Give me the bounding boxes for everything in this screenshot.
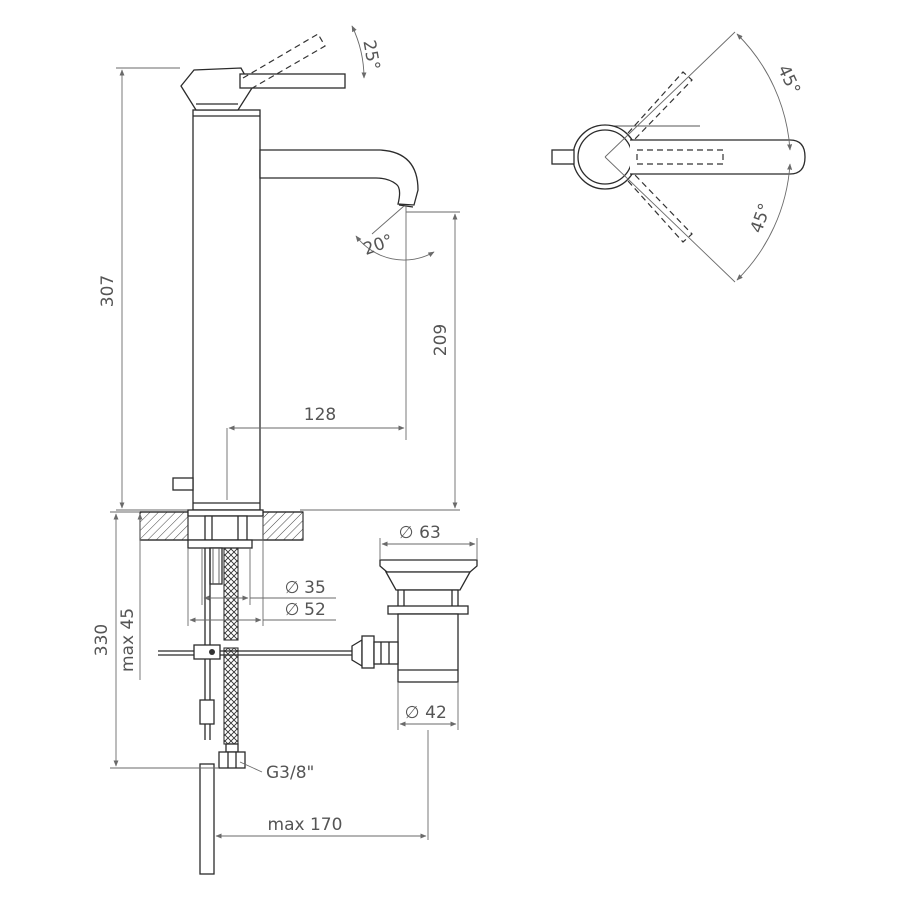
label-hole-max-symbol: ∅ <box>285 600 300 620</box>
deck-hatched-right <box>262 511 304 541</box>
label-waste-offset: max 170 <box>268 815 343 835</box>
label-deck-thickness: max 45 <box>118 608 138 672</box>
label-spout-height: 209 <box>431 324 451 356</box>
mixer-side-view <box>172 33 419 511</box>
label-waste-body-diameter: 42 <box>425 703 447 723</box>
braided-hose <box>218 547 246 769</box>
pop-up-knob <box>172 477 194 491</box>
dimension-hose-length: 330 <box>92 511 219 769</box>
label-height-total: 307 <box>98 275 118 307</box>
label-waste-top-diameter: 63 <box>419 523 441 543</box>
dimension-handle-tilt: 25° <box>351 25 383 79</box>
basin-deck-section <box>139 509 304 585</box>
waste-drain <box>199 559 478 875</box>
top-view-spout <box>630 139 806 175</box>
label-spout-angle: 20° <box>361 231 396 260</box>
hose-fitting <box>225 743 239 753</box>
deck-hatched-left <box>139 511 189 541</box>
dimension-waste-offset: max 170 <box>215 815 427 839</box>
waste-body <box>397 613 459 683</box>
dimension-height-total: 307 <box>98 67 193 511</box>
label-waste-top-diameter-symbol: ∅ <box>399 523 414 543</box>
mixer-body <box>192 109 261 511</box>
label-waste-body-diameter-symbol: ∅ <box>405 703 420 723</box>
dimension-spout-angle: 20° <box>355 205 435 261</box>
top-view-handle-stub <box>551 149 575 165</box>
lever-handle-tilted <box>242 33 326 91</box>
label-spout-reach: 128 <box>304 405 336 425</box>
dimension-waste-top: ∅ 63 <box>379 523 478 560</box>
dimension-hole-diameters: ∅ 35 ∅ 52 <box>187 516 336 626</box>
waste-tailpiece <box>199 763 215 875</box>
lever-handle <box>239 73 346 89</box>
label-hole-min-symbol: ∅ <box>285 578 300 598</box>
pop-up-rod <box>158 548 363 740</box>
dimension-deck-thickness: max 45 <box>118 513 143 680</box>
label-handle-tilt: 25° <box>358 39 383 72</box>
waste-cap <box>379 559 478 573</box>
spout <box>259 149 419 206</box>
label-connection-thread: G3/8" <box>266 763 314 783</box>
label-rotation-bottom: 45° <box>747 201 776 236</box>
callout-connection-thread: G3/8" <box>239 761 314 783</box>
dimension-waste-body: ∅ 42 <box>397 682 459 840</box>
label-hole-min: 35 <box>304 578 326 598</box>
label-rotation-top: 45° <box>773 62 804 98</box>
dimension-spout-height: 209 <box>300 211 460 511</box>
label-hose-length: 330 <box>92 624 112 656</box>
label-hole-max: 52 <box>304 600 326 620</box>
